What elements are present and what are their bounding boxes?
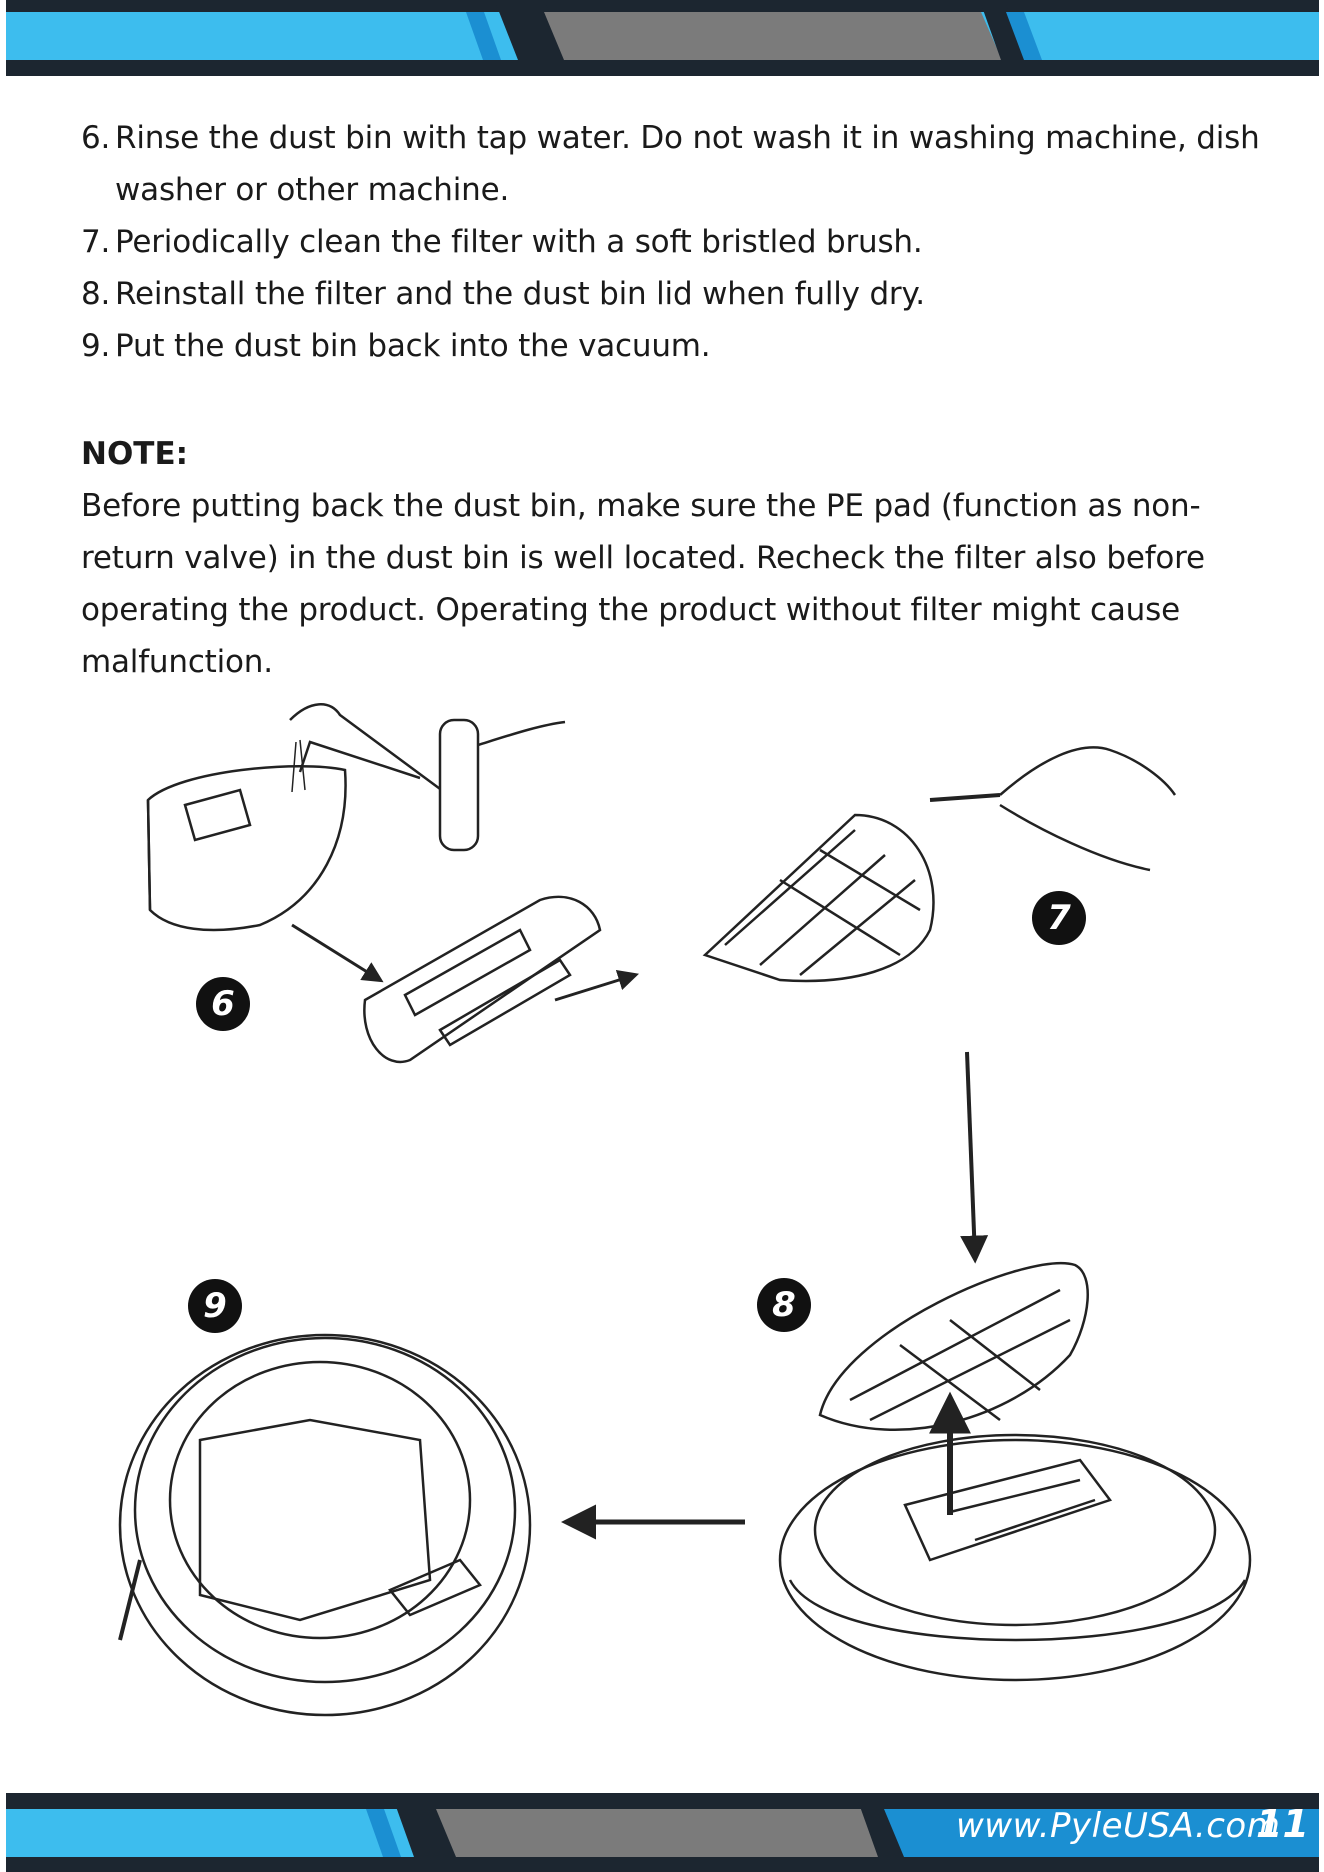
step-number: 6. — [81, 120, 111, 156]
page-number: 11 — [1256, 1802, 1309, 1846]
step-6: 6.Rinse the dust bin with tap water. Do … — [81, 112, 1261, 216]
step-text: Rinse the dust bin with tap water. Do no… — [115, 120, 1260, 208]
filter-brush-drawing — [702, 746, 1177, 983]
step-list: 6.Rinse the dust bin with tap water. Do … — [81, 112, 1261, 372]
note-body: Before putting back the dust bin, make s… — [81, 488, 1205, 680]
dustbin-lid-drawing — [363, 895, 602, 1064]
dustbin-faucet-drawing — [146, 703, 566, 932]
step-text: Periodically clean the filter with a sof… — [115, 224, 923, 260]
step-number: 9. — [81, 328, 111, 364]
instructions: 6.Rinse the dust bin with tap water. Do … — [81, 112, 1261, 688]
robot-closed-drawing — [118, 1333, 532, 1717]
step-number: 7. — [81, 224, 111, 260]
step-8: 8.Reinstall the filter and the dust bin … — [81, 268, 1261, 320]
step-badge-9: 9 — [188, 1279, 242, 1333]
step-number: 8. — [81, 276, 111, 312]
step-badge-8: 8 — [757, 1278, 811, 1332]
step-badge-6: 6 — [196, 977, 250, 1031]
header-band — [6, 0, 1319, 76]
step-7: 7.Periodically clean the filter with a s… — [81, 216, 1261, 268]
robot-filter-drawing — [778, 1262, 1252, 1682]
step-text: Put the dust bin back into the vacuum. — [115, 328, 711, 364]
step-9: 9.Put the dust bin back into the vacuum. — [81, 320, 1261, 372]
step-badge-7: 7 — [1032, 891, 1086, 945]
note-title: NOTE: — [81, 436, 189, 472]
cleaning-illustrations — [118, 703, 1252, 1717]
step-text: Reinstall the filter and the dust bin li… — [115, 276, 925, 312]
footer-band — [6, 1793, 1319, 1872]
footer-website: www.PyleUSA.com — [956, 1806, 1281, 1846]
